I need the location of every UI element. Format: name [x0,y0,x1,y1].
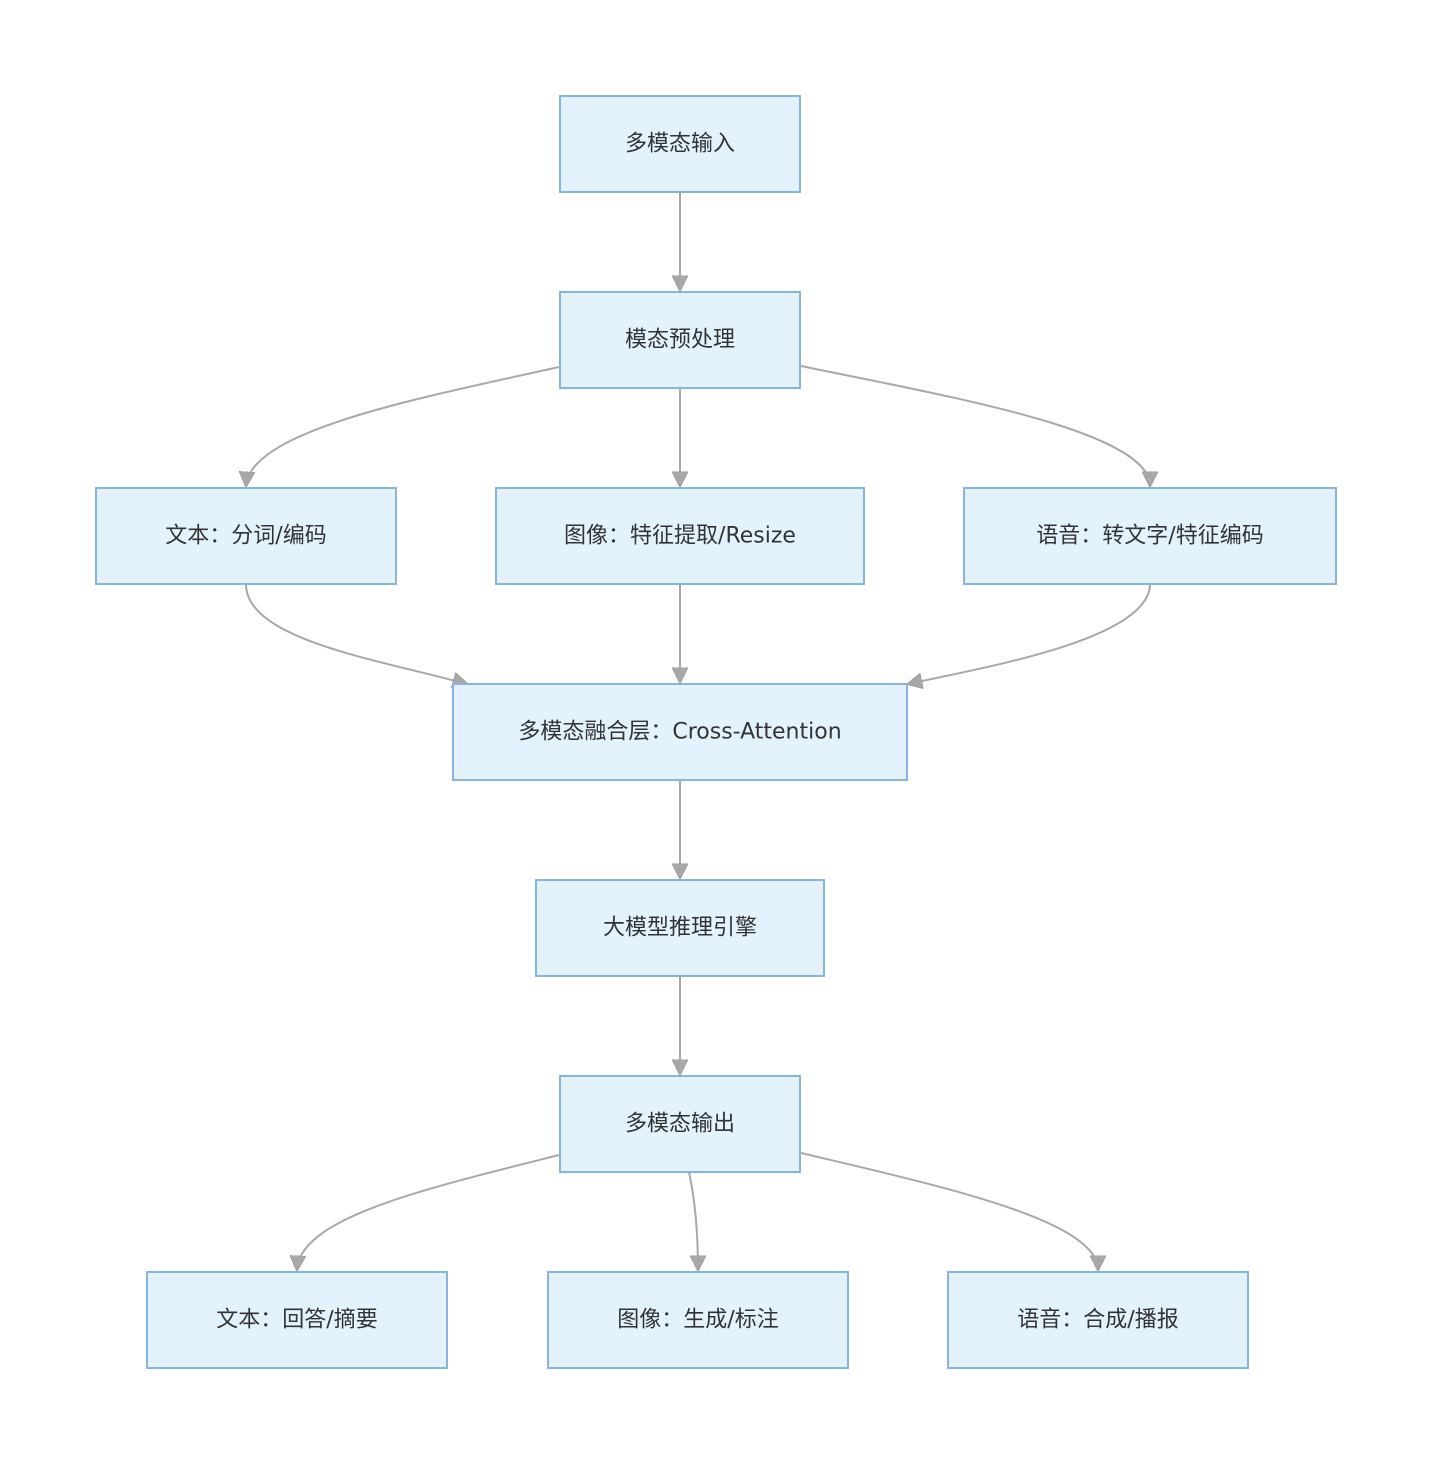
node-engine-label: 大模型推理引擎 [603,916,757,941]
edge-preprocess-to-text-in [246,366,560,486]
node-input-label: 多模态输入 [625,132,735,157]
edge-audio-in-to-fusion [908,583,1151,684]
edge-output-to-audio-out [800,1152,1098,1270]
node-output: 多模态输出 [559,1075,801,1173]
node-audio-in-label: 语音：转文字/特征编码 [1036,524,1263,549]
node-text-in-label: 文本：分词/编码 [165,524,326,549]
node-audio-in: 语音：转文字/特征编码 [963,487,1337,585]
node-audio-out-label: 语音：合成/播报 [1017,1308,1178,1333]
node-input: 多模态输入 [559,95,801,193]
edge-output-to-image-out [688,1171,698,1270]
node-engine: 大模型推理引擎 [535,879,825,977]
edges [246,192,1150,1270]
node-output-label: 多模态输出 [625,1112,735,1137]
node-fusion-label: 多模态融合层：Cross-Attention [518,720,841,745]
node-fusion: 多模态融合层：Cross-Attention [452,683,908,781]
node-audio-out: 语音：合成/播报 [947,1271,1249,1369]
edge-text-in-to-fusion [245,583,467,684]
node-preprocess-label: 模态预处理 [625,328,735,353]
node-image-in: 图像：特征提取/Resize [495,487,865,585]
node-text-in: 文本：分词/编码 [95,487,397,585]
edge-preprocess-to-audio-in [800,365,1150,486]
edge-output-to-text-out [297,1154,560,1270]
node-text-out: 文本：回答/摘要 [146,1271,448,1369]
node-text-out-label: 文本：回答/摘要 [216,1308,377,1333]
node-image-in-label: 图像：特征提取/Resize [564,524,796,549]
node-image-out-label: 图像：生成/标注 [617,1308,778,1333]
node-preprocess: 模态预处理 [559,291,801,389]
node-image-out: 图像：生成/标注 [547,1271,849,1369]
